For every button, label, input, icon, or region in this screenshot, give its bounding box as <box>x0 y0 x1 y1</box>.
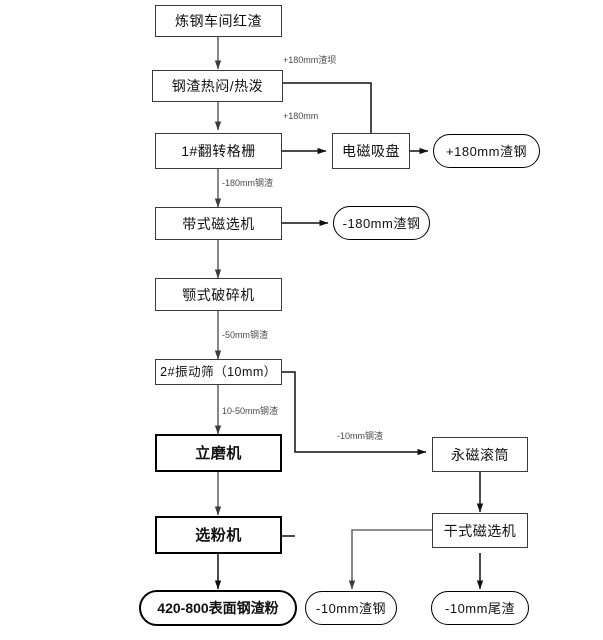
edge-label-10-50-steel-slag: 10-50mm钢渣 <box>222 406 279 416</box>
node-vertical-mill[interactable]: 立磨机 <box>155 434 282 472</box>
node-electromagnetic-chuck[interactable]: 电磁吸盘 <box>332 133 410 169</box>
edge-label-minus50-steel-slag: -50mm钢渣 <box>222 330 269 340</box>
node-slag-hot-stuffy-splash[interactable]: 钢渣热闷/热泼 <box>152 70 283 102</box>
terminal-minus10-tailings[interactable]: -10mm尾渣 <box>431 591 529 625</box>
edge-label-minus180-steel-slag: -180mm钢渣 <box>222 178 274 188</box>
node-jaw-crusher[interactable]: 颚式破碎机 <box>155 278 282 311</box>
edge-label-plus180-slag-lump: +180mm渣坝 <box>283 55 337 65</box>
terminal-minus180-slag-steel[interactable]: -180mm渣钢 <box>333 206 430 240</box>
node-dry-magnetic-separator[interactable]: 干式磁选机 <box>432 513 528 548</box>
edge-label-plus180: +180mm <box>283 111 319 121</box>
terminal-plus180-slag-steel[interactable]: +180mm渣钢 <box>433 134 540 168</box>
terminal-420-800-surface-slag-powder[interactable]: 420-800表面钢渣粉 <box>139 590 297 626</box>
terminal-minus10-slag-steel[interactable]: -10mm渣钢 <box>305 591 397 625</box>
node-vibrating-screen-2[interactable]: 2#振动筛（10mm） <box>155 359 282 385</box>
node-steelmaking-red-slag[interactable]: 炼钢车间红渣 <box>155 5 282 37</box>
node-flip-grid-1[interactable]: 1#翻转格栅 <box>155 133 282 169</box>
edge-label-minus10-steel-slag: -10mm钢渣 <box>337 431 384 441</box>
node-powder-classifier[interactable]: 选粉机 <box>155 516 282 554</box>
node-permanent-magnet-drum[interactable]: 永磁滚筒 <box>432 437 528 472</box>
node-belt-magnetic-separator[interactable]: 带式磁选机 <box>155 207 282 240</box>
